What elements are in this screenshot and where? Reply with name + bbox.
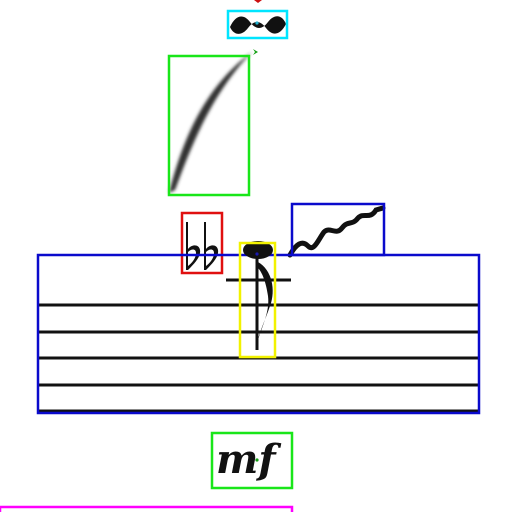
note-anchor-marker xyxy=(255,252,259,256)
notehead xyxy=(243,241,273,259)
slur-curve xyxy=(169,52,252,193)
slur-end-marker-icon xyxy=(253,49,258,55)
double-flat xyxy=(180,211,224,275)
note xyxy=(226,241,291,359)
dynamic-marking: mf xyxy=(210,431,294,490)
double-flat-box xyxy=(180,211,224,275)
dynamic-mf-text: mf xyxy=(216,436,281,483)
turn-ornament xyxy=(226,9,289,40)
flat-glyph-2 xyxy=(204,222,219,270)
note-box xyxy=(238,241,277,359)
bottom-strip-box xyxy=(0,505,294,512)
slur xyxy=(167,49,258,197)
flat-glyph-1 xyxy=(186,222,201,270)
top-marker-icon xyxy=(254,0,262,3)
trill-wavy-glyph xyxy=(287,205,386,258)
turn-box xyxy=(226,9,289,40)
slur-box xyxy=(167,54,251,197)
trill-line xyxy=(287,202,386,258)
turn-glyph xyxy=(230,16,286,34)
turn-center-marker xyxy=(255,21,259,25)
dynamic-box xyxy=(210,431,294,490)
note-flag xyxy=(256,262,273,346)
dynamic-center-marker xyxy=(255,458,259,462)
